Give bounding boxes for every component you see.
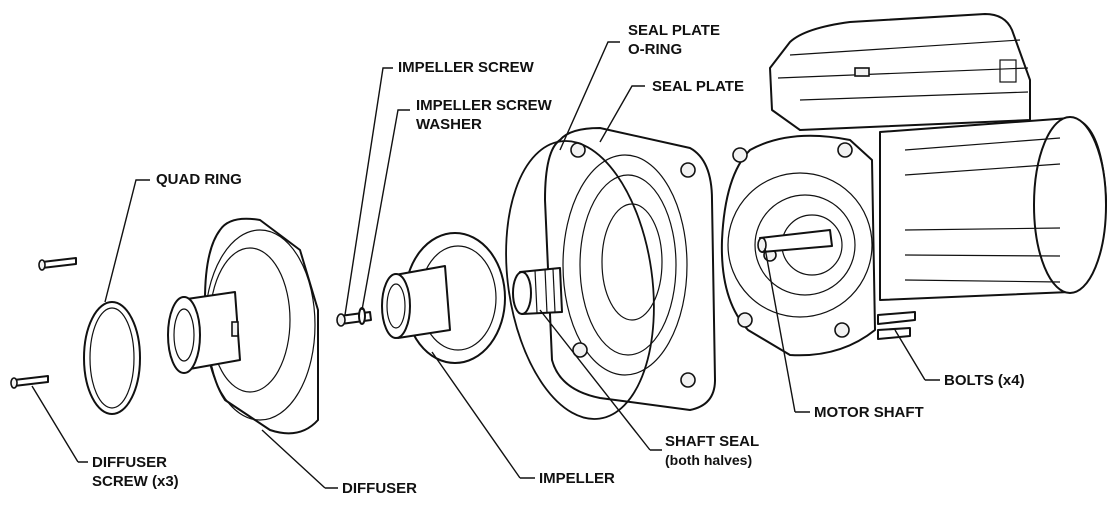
- shaft-seal: [512, 267, 563, 315]
- label-diffuser: DIFFUSER: [342, 480, 417, 497]
- label-motor-shaft: MOTOR SHAFT: [814, 404, 924, 421]
- impeller: [381, 232, 506, 364]
- label-impeller-screw-washer-line1: IMPELLER SCREW: [416, 97, 553, 114]
- leader-lines: [31, 41, 940, 489]
- label-shaft-seal-line2: (both halves): [665, 452, 752, 468]
- label-impeller-screw: IMPELLER SCREW: [398, 59, 535, 76]
- diffuser-screws: [10, 257, 77, 389]
- label-diffuser-screw-line2: SCREW (x3): [92, 473, 179, 490]
- label-seal-plate-oring-line2: O-RING: [628, 41, 682, 58]
- label-shaft-seal-line1: SHAFT SEAL: [665, 433, 759, 450]
- label-quad-ring: QUAD RING: [156, 171, 242, 188]
- seal-plate: [544, 127, 716, 411]
- label-seal-plate-oring-line1: SEAL PLATE: [628, 22, 720, 39]
- seal-plate-oring: [505, 140, 655, 420]
- labels: SEAL PLATE O-RING SEAL PLATE IMPELLER SC…: [92, 22, 1025, 497]
- quad-ring: [83, 301, 141, 415]
- impeller-screw: [336, 307, 372, 327]
- label-seal-plate: SEAL PLATE: [652, 78, 744, 95]
- label-diffuser-screw-line1: DIFFUSER: [92, 454, 167, 471]
- label-bolts: BOLTS (x4): [944, 372, 1025, 389]
- motor: [720, 13, 1107, 357]
- label-impeller: IMPELLER: [539, 470, 615, 487]
- label-impeller-screw-washer-line2: WASHER: [416, 116, 482, 133]
- diffuser: [167, 217, 319, 435]
